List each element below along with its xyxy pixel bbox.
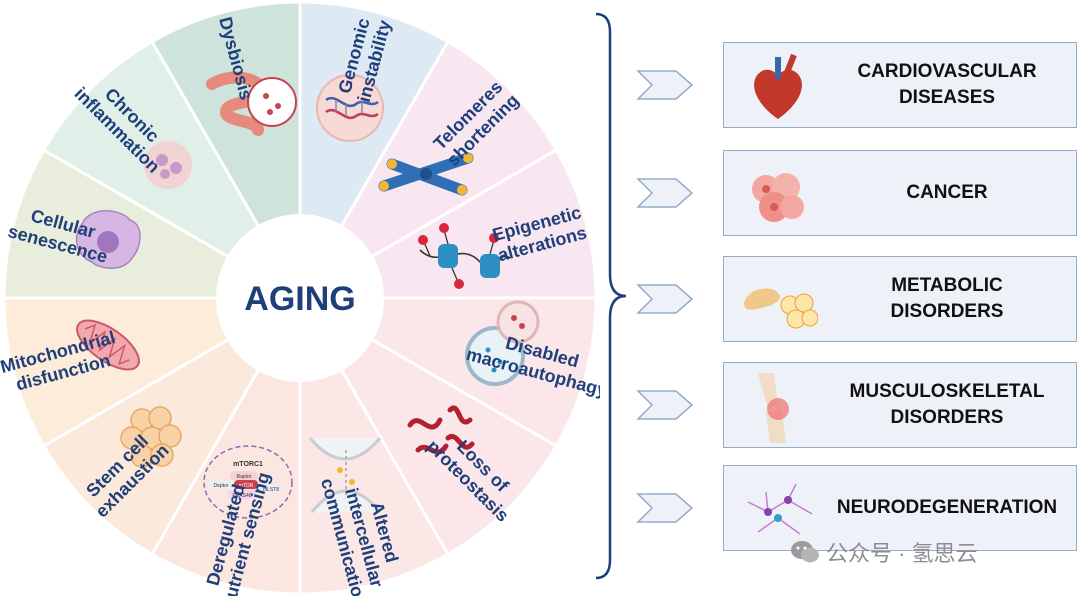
disease-box: NEURODEGENERATION <box>723 465 1077 551</box>
disease-label: MUSCULOSKELETAL DISORDERS <box>849 381 1045 428</box>
chromosome-icon <box>378 152 474 196</box>
senescent-cell-icon <box>75 210 141 269</box>
grouping-brace <box>595 12 627 580</box>
chevron-arrow-icon <box>636 178 694 208</box>
disease-box: CANCER <box>723 150 1077 236</box>
chevron-arrow-icon <box>636 390 694 420</box>
disease-label: METABOLIC DISORDERS <box>890 275 1004 322</box>
heart-icon <box>754 53 802 119</box>
chevron-arrow-icon <box>636 70 694 100</box>
inflamed-cells-icon <box>144 141 192 189</box>
mtorc1-component-label: mTOR <box>239 483 254 489</box>
watermark: 公众号 · 氢思云 <box>790 536 978 568</box>
protein-aggregate-icon <box>407 405 475 455</box>
disease-label: CANCER <box>906 182 988 203</box>
tumor-cells-icon <box>752 173 804 222</box>
disease-label: NEURODEGENERATION <box>836 497 1058 518</box>
synapse-icon <box>308 437 382 513</box>
chevron-arrow-icon <box>636 284 694 314</box>
chevron-arrow-icon <box>636 493 694 523</box>
watermark-text: 公众号 · 氢思云 <box>826 541 978 566</box>
mtorc1-component-label: PRAS40 <box>232 493 251 499</box>
disease-box: MUSCULOSKELETAL DISORDERS <box>723 362 1077 448</box>
disease-box: METABOLIC DISORDERS <box>723 256 1077 342</box>
center-label: AGING <box>244 280 355 318</box>
wechat-icon <box>791 541 819 563</box>
mtorc1-component-label: mLST8 <box>263 487 279 493</box>
mtorc1-title: mTORC1 <box>233 461 263 468</box>
dna-nucleus-icon <box>316 74 384 142</box>
center-circle <box>216 214 384 382</box>
autophagosome-icon <box>465 300 540 386</box>
pancreas-adipocytes-icon <box>744 288 818 329</box>
knee-joint-icon <box>758 373 789 443</box>
disease-box: CARDIOVASCULAR DISEASES <box>723 42 1077 128</box>
mtorc1-component-label: Deptor <box>213 483 228 489</box>
stem-cell-cluster-icon <box>120 406 182 468</box>
intestine-microbiome-icon <box>206 71 297 136</box>
neurons-icon <box>747 483 813 535</box>
disease-label: CARDIOVASCULAR DISEASES <box>857 61 1037 108</box>
nucleosome-icon <box>418 223 511 289</box>
mtorc1-component-label: Raptor <box>236 474 251 480</box>
mitochondrion-icon <box>76 319 140 371</box>
